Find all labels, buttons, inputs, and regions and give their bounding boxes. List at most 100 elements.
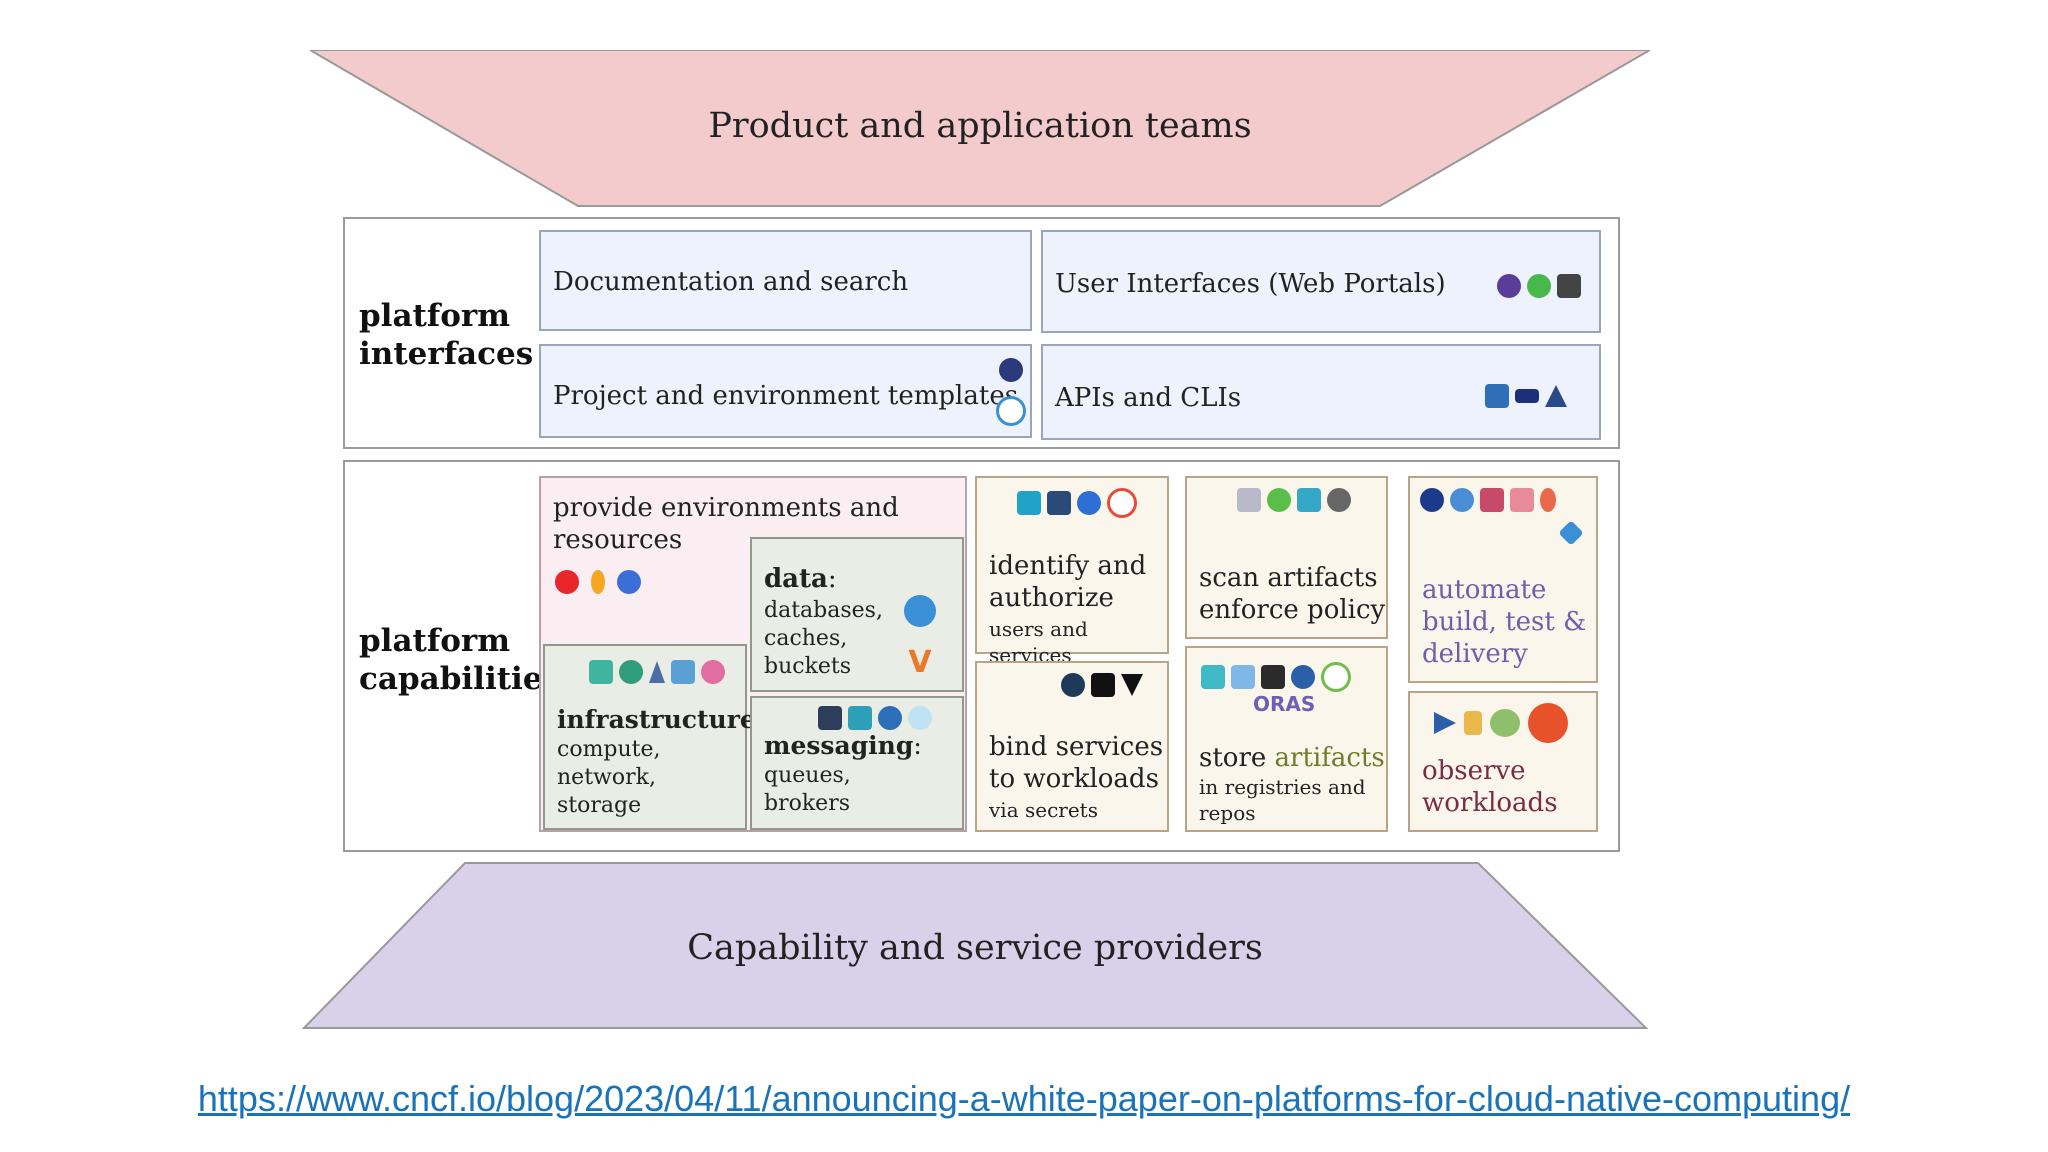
ci-tool-icons: [1420, 488, 1556, 512]
jaeger-icon: [1434, 712, 1456, 734]
bind-services-label: bind services to workloads: [989, 731, 1163, 795]
data-tool-icons: V: [904, 595, 936, 680]
text-line: scan artifacts: [1199, 563, 1378, 593]
text-line: in registries and: [1199, 775, 1366, 799]
v-icon: V: [908, 645, 932, 680]
shield-icon: [1327, 488, 1351, 512]
store-text: store: [1199, 743, 1267, 773]
pencil-icon: [1464, 711, 1482, 735]
data-desc: databases, caches, buckets: [764, 597, 883, 681]
fluent-icon: [1490, 709, 1520, 737]
scan-artifacts-label: scan artifacts enforce policy: [1199, 562, 1385, 626]
wing-icon: [1297, 488, 1321, 512]
diamond-icon: [1558, 520, 1584, 546]
source-link[interactable]: https://www.cncf.io/blog/2023/04/11/anno…: [197, 1078, 1851, 1119]
identify-authorize-label: identify and authorize: [989, 550, 1146, 614]
lock-icon: [1091, 673, 1115, 697]
scan-tool-icons: [1237, 488, 1351, 512]
api-tool-icons: [1485, 384, 1567, 408]
automate-label: automate build, test & delivery: [1422, 574, 1586, 670]
cube-icon: [1557, 274, 1581, 298]
label-line: platform: [359, 623, 511, 659]
asterisk-icon: [1267, 488, 1291, 512]
bolt-icon: [555, 570, 579, 594]
text-line: observe: [1422, 756, 1526, 786]
text-line: enforce policy: [1199, 595, 1386, 625]
label-line: platform: [359, 298, 511, 334]
provide-tool-icons: [555, 570, 641, 594]
text-line: network,: [557, 765, 656, 790]
alien-icon: [1527, 274, 1551, 298]
infra-tool-icons: [589, 660, 725, 684]
documentation-search-box[interactable]: Documentation and search: [539, 230, 1032, 331]
list-icon: [1017, 491, 1041, 515]
messaging-title: messaging:: [764, 731, 922, 760]
store-artifacts-box[interactable]: ORAS store artifacts in registries and r…: [1185, 646, 1388, 832]
text-line: to workloads: [989, 764, 1159, 794]
link-icon: [701, 660, 725, 684]
observe-box[interactable]: observe workloads: [1408, 691, 1598, 832]
vault-icon: [1061, 673, 1085, 697]
k-icon: [878, 706, 902, 730]
gear-icon: [904, 595, 936, 627]
platform-interfaces-label: platform interfaces: [359, 297, 533, 373]
registry-tool-icons: [1201, 662, 1351, 692]
platform-capabilities-label: platform capabilities: [359, 622, 560, 698]
helm-icon: [999, 358, 1023, 382]
secrets-tool-icons: [1061, 673, 1143, 697]
observe-label: observe workloads: [1422, 755, 1558, 819]
scan-artifacts-box[interactable]: scan artifacts enforce policy: [1185, 476, 1388, 639]
apis-clis-box[interactable]: APIs and CLIs: [1041, 344, 1601, 440]
box-icon: [1485, 384, 1509, 408]
nats-hex-icon: [818, 706, 842, 730]
spire-icon: [1047, 491, 1071, 515]
flower-icon: [1480, 488, 1504, 512]
templates-box[interactable]: Project and environment templates: [539, 344, 1032, 438]
apis-clis-label: APIs and CLIs: [1055, 383, 1242, 413]
user-interfaces-box[interactable]: User Interfaces (Web Portals): [1041, 230, 1601, 333]
capability-providers-label: Capability and service providers: [687, 928, 1263, 968]
store-artifacts-label: store artifacts: [1199, 742, 1385, 774]
oras-icon: ORAS: [1253, 692, 1316, 716]
infrastructure-box[interactable]: infrastructure: compute, network, storag…: [543, 644, 764, 830]
bind-services-box[interactable]: bind services to workloads via secrets: [975, 661, 1169, 832]
product-teams-label: Product and application teams: [708, 106, 1252, 146]
infra-title-text: infrastructure: [557, 705, 756, 734]
ci-icon: [1261, 665, 1285, 689]
cloud-icon: [908, 706, 932, 730]
data-box[interactable]: data: databases, caches, buckets V: [750, 537, 964, 692]
striped-ball-icon: [1450, 488, 1474, 512]
ui-tool-icons: [1497, 274, 1581, 298]
templates-label: Project and environment templates: [553, 381, 1019, 411]
top-trapezoid-shape: [306, 49, 1654, 207]
text-line: brokers: [764, 791, 851, 816]
automate-box[interactable]: automate build, test & delivery: [1408, 476, 1598, 683]
capability-providers-band: Capability and service providers: [301, 862, 1649, 1030]
text-line: buckets: [764, 654, 852, 679]
text-line: delivery: [1422, 639, 1528, 669]
observability-tool-icons: [1434, 703, 1568, 743]
backstage-icon: [1497, 274, 1521, 298]
template-tool-icons: [996, 358, 1026, 426]
sail-icon: [649, 661, 665, 683]
figure-icon: [1540, 488, 1556, 512]
bind-services-sub: via secrets: [989, 798, 1098, 822]
download-circle-icon: [1077, 491, 1101, 515]
sail-icon: [1545, 385, 1567, 407]
store-artifacts-sub: in registries and repos: [1199, 774, 1366, 826]
text-line: identify and: [989, 551, 1147, 581]
data-title-text: data: [764, 564, 828, 594]
messaging-desc: queues, brokers: [764, 762, 851, 818]
store-artifacts-text: artifacts: [1274, 743, 1385, 773]
argo-logo: [1558, 520, 1584, 546]
text-line: workloads: [1422, 788, 1558, 818]
identify-authorize-box[interactable]: identify and authorize users and service…: [975, 476, 1169, 667]
messaging-box[interactable]: messaging: queues, brokers: [750, 696, 964, 830]
text-line: queues,: [764, 763, 851, 788]
text-line: compute,: [557, 737, 661, 762]
text-line: automate: [1422, 575, 1547, 605]
text-line: build, test &: [1422, 607, 1587, 637]
product-teams-band: Product and application teams: [306, 49, 1654, 208]
hat-icon: [1515, 389, 1539, 403]
hex-icon: [1291, 665, 1315, 689]
